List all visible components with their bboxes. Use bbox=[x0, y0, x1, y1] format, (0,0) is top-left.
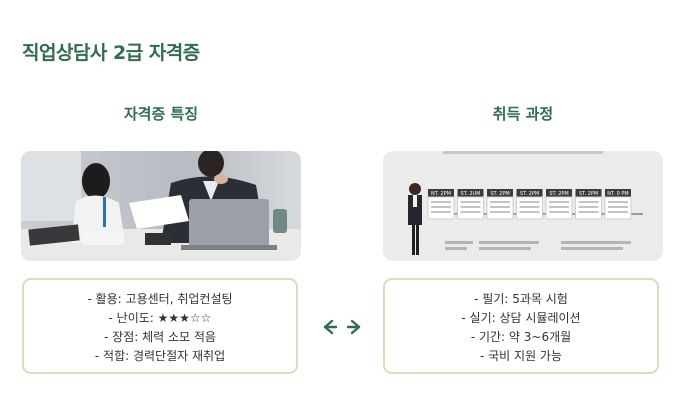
timeline-step-label: ST. 2PM bbox=[549, 191, 568, 197]
process-funding: - 국비 지원 가능 bbox=[479, 349, 562, 363]
left-column-heading: 자격증 특징 bbox=[123, 105, 199, 123]
process-timeline-image: NT. 2PM ST. 2UM ST. 2PM ST. 2PM ST. 2PM ST. 2… bbox=[383, 151, 663, 261]
timeline-step-label: ST. 2UM bbox=[461, 191, 481, 197]
timeline-step-header bbox=[575, 189, 602, 197]
feature-difficulty: - 난이도: ★★★☆☆ bbox=[108, 311, 212, 325]
page-title: 직업상담사 2급 자격증 bbox=[22, 42, 200, 64]
timeline-step-header bbox=[428, 189, 454, 197]
timeline-step-header bbox=[605, 189, 631, 197]
timeline-step-header bbox=[546, 189, 572, 197]
timeline-step-label: ST. 2PM bbox=[490, 191, 509, 197]
double-arrow-icon bbox=[322, 315, 362, 339]
consultation-photo bbox=[21, 151, 301, 261]
right-column-heading: 취득 과정 bbox=[492, 105, 554, 123]
timeline-step-label: ST. 2PM bbox=[520, 191, 539, 197]
timeline-step-label: NT. 0 PM bbox=[607, 191, 628, 197]
feature-suitable: - 적합: 경력단절자 재취업 bbox=[94, 349, 226, 363]
feature-usage: - 활용: 고용센터, 취업컨설팅 bbox=[87, 292, 233, 306]
timeline-step-header bbox=[516, 189, 543, 197]
process-practical-exam: - 실기: 상담 시뮬레이션 bbox=[461, 311, 581, 325]
process-card: - 필기: 5과목 시험 - 실기: 상담 시뮬레이션 - 기간: 약 3~6개… bbox=[383, 278, 659, 374]
process-written-exam: - 필기: 5과목 시험 bbox=[474, 292, 568, 306]
process-duration: - 기간: 약 3~6개월 bbox=[470, 330, 572, 344]
timeline-step-header bbox=[487, 189, 513, 197]
timeline-step-label: ST. 2PM bbox=[579, 191, 598, 197]
timeline-step-label: NT. 2PM bbox=[431, 191, 451, 197]
features-card: - 활용: 고용센터, 취업컨설팅 - 난이도: ★★★☆☆ - 장점: 체력 … bbox=[22, 278, 298, 374]
feature-advantage: - 장점: 체력 소모 적음 bbox=[104, 330, 216, 344]
timeline-step-header bbox=[457, 189, 484, 197]
